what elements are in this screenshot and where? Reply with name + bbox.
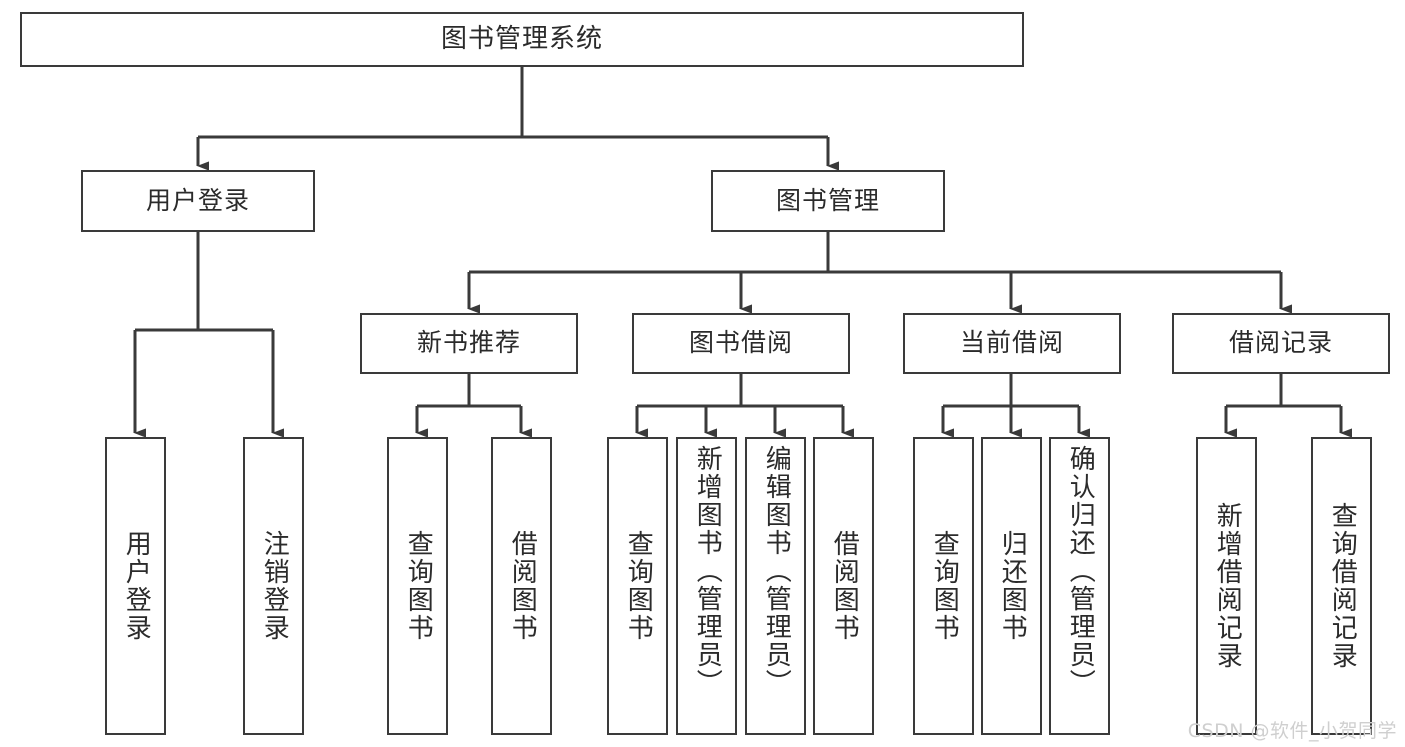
leaf-recommend-query-book[interactable]: 查询图书	[387, 437, 448, 735]
leaf-borrow-edit-book-admin[interactable]: 编辑图书（管理员）	[745, 437, 806, 735]
node-book-management[interactable]: 图书管理	[711, 170, 945, 232]
node-book-borrow[interactable]: 图书借阅	[632, 313, 850, 374]
node-label: 借阅图书	[507, 530, 538, 642]
node-label: 新书推荐	[416, 328, 521, 358]
node-root-system[interactable]: 图书管理系统	[20, 12, 1024, 67]
node-label: 确认归还（管理员）	[1065, 445, 1096, 697]
node-label: 图书管理系统	[440, 23, 603, 54]
node-label: 用户登录	[121, 530, 152, 642]
node-label: 查询图书	[403, 530, 434, 642]
leaf-current-query-book[interactable]: 查询图书	[913, 437, 974, 735]
node-user-login[interactable]: 用户登录	[81, 170, 315, 232]
leaf-record-add-borrow-record[interactable]: 新增借阅记录	[1196, 437, 1257, 735]
node-label: 图书借阅	[688, 328, 793, 358]
node-label: 查询图书	[929, 530, 960, 642]
node-borrow-record[interactable]: 借阅记录	[1172, 313, 1390, 374]
node-label: 注销登录	[259, 530, 290, 642]
leaf-borrow-borrow-book[interactable]: 借阅图书	[813, 437, 874, 735]
node-label: 查询图书	[623, 530, 654, 642]
leaf-user-login[interactable]: 用户登录	[105, 437, 166, 735]
node-label: 新增借阅记录	[1212, 502, 1243, 670]
leaf-borrow-query-book[interactable]: 查询图书	[607, 437, 668, 735]
leaf-borrow-add-book-admin[interactable]: 新增图书（管理员）	[676, 437, 737, 735]
leaf-recommend-borrow-book[interactable]: 借阅图书	[491, 437, 552, 735]
node-label: 借阅图书	[829, 530, 860, 642]
node-label: 查询借阅记录	[1327, 502, 1358, 670]
leaf-current-confirm-return-admin[interactable]: 确认归还（管理员）	[1049, 437, 1110, 735]
node-label: 用户登录	[145, 185, 250, 215]
leaf-current-return-book[interactable]: 归还图书	[981, 437, 1042, 735]
node-label: 编辑图书（管理员）	[761, 445, 792, 697]
node-label: 当前借阅	[959, 328, 1064, 358]
node-label: 借阅记录	[1228, 328, 1333, 358]
node-label: 图书管理	[775, 185, 880, 215]
leaf-record-query-borrow-record[interactable]: 查询借阅记录	[1311, 437, 1372, 735]
node-label: 归还图书	[997, 530, 1028, 642]
leaf-logout[interactable]: 注销登录	[243, 437, 304, 735]
node-label: 新增图书（管理员）	[692, 445, 723, 697]
node-new-book-recommend[interactable]: 新书推荐	[360, 313, 578, 374]
node-current-borrow[interactable]: 当前借阅	[903, 313, 1121, 374]
